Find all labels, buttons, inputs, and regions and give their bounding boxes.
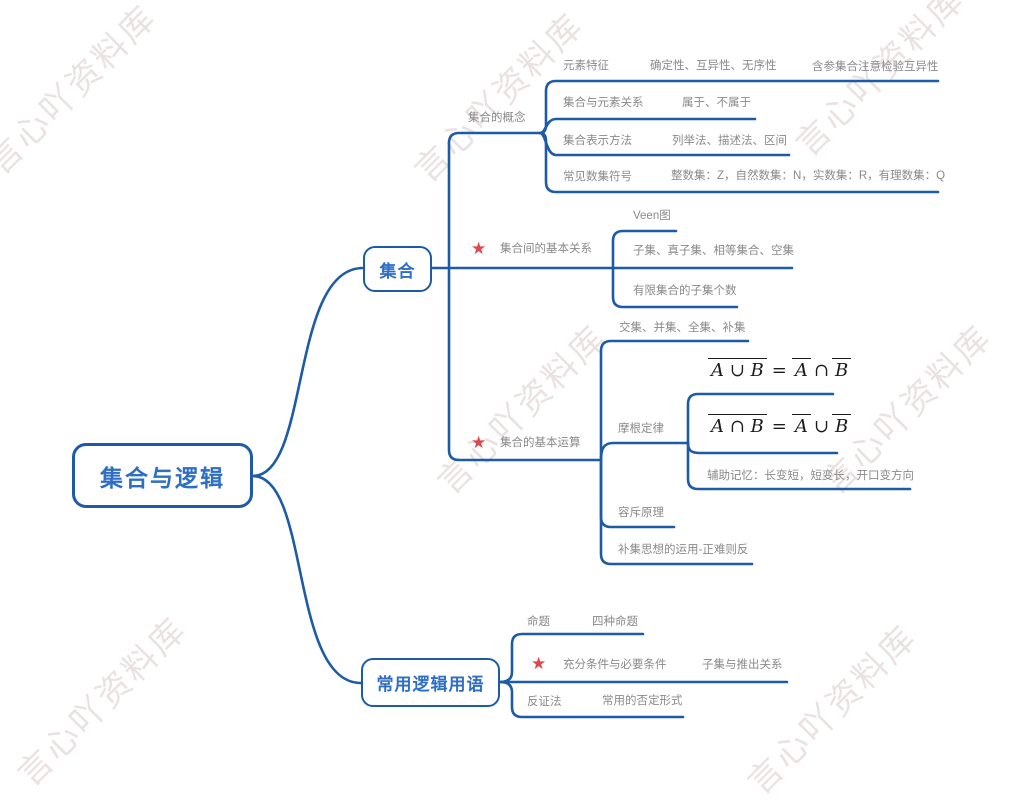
equals-sign: = xyxy=(771,416,787,437)
node-complement-thinking[interactable]: 补集思想的运用-正难则反 xyxy=(618,544,749,556)
branch-line xyxy=(538,131,940,194)
equals-sign: = xyxy=(771,360,787,381)
branch-line xyxy=(447,266,603,462)
node-subset-inference[interactable]: 子集与推出关系 xyxy=(702,659,783,671)
node-sufficient-necessary[interactable]: 充分条件与必要条件 xyxy=(563,659,667,671)
node-operation-types[interactable]: 交集、并集、全集、补集 xyxy=(619,322,746,334)
node-four-propositions[interactable]: 四种命题 xyxy=(592,616,638,628)
node-proof-by-contradiction[interactable]: 反证法 xyxy=(527,696,562,708)
formula-b-bar: B xyxy=(831,414,852,437)
branch-line xyxy=(599,339,750,462)
node-de-morgan[interactable]: 摩根定律 xyxy=(618,423,664,435)
branch-line xyxy=(599,458,754,566)
topic-sets[interactable]: 集合 xyxy=(363,246,432,292)
node-memory-aid[interactable]: 辅助记忆：长变短，短变长，开口变方向 xyxy=(707,470,914,482)
node-representation-methods[interactable]: 列举法、描述法、区间 xyxy=(672,135,787,147)
node-negation-forms[interactable]: 常用的否定形式 xyxy=(602,695,683,707)
formula-operator: ∩ xyxy=(813,360,829,381)
node-subset-types[interactable]: 子集、真子集、相等集合、空集 xyxy=(633,245,794,257)
node-set-concept[interactable]: 集合的概念 xyxy=(468,112,526,124)
node-inclusion-exclusion[interactable]: 容斥原理 xyxy=(618,507,664,519)
root-topic[interactable]: 集合与逻辑 xyxy=(72,443,253,508)
node-finite-subset-count[interactable]: 有限集合的子集个数 xyxy=(633,285,737,297)
star-icon: ★ xyxy=(471,239,487,258)
node-belong-not-belong[interactable]: 属于、不属于 xyxy=(682,97,751,109)
topic-logic-terms[interactable]: 常用逻辑用语 xyxy=(361,658,500,707)
formula-intersection-complement[interactable]: A ∩ B=A∪B xyxy=(708,414,852,437)
node-proposition[interactable]: 命题 xyxy=(527,616,550,628)
node-set-element-relation[interactable]: 集合与元素关系 xyxy=(563,97,644,109)
star-icon: ★ xyxy=(471,433,487,452)
branch-line xyxy=(599,441,690,462)
node-venn-diagram[interactable]: Veen图 xyxy=(633,210,671,222)
branch-lines xyxy=(251,79,940,719)
formula-b-bar: B xyxy=(831,358,852,381)
node-common-number-sets[interactable]: 常见数集符号 xyxy=(563,171,632,183)
branch-line xyxy=(251,266,365,478)
branch-line xyxy=(538,117,757,135)
formula-left-side: A ∩ B xyxy=(708,414,767,437)
branch-line xyxy=(611,266,739,309)
branch-line xyxy=(611,229,678,270)
node-element-features[interactable]: 元素特征 xyxy=(563,60,609,72)
formula-a-bar: A xyxy=(791,358,811,381)
node-number-set-symbols[interactable]: 整数集：Z，自然数集：N，实数集：R，有理数集：Q xyxy=(671,170,946,182)
branch-line xyxy=(498,680,685,719)
formula-left-side: A ∪ B xyxy=(708,358,767,381)
branch-line xyxy=(498,632,645,684)
node-basic-operations[interactable]: 集合的基本运算 xyxy=(500,437,581,449)
node-param-set-note[interactable]: 含参集合注意检验互异性 xyxy=(812,61,939,73)
node-element-feature-list[interactable]: 确定性、互异性、无序性 xyxy=(650,60,777,72)
branch-line xyxy=(686,441,912,491)
star-icon: ★ xyxy=(531,654,547,673)
formula-a-bar: A xyxy=(791,414,811,437)
branch-line xyxy=(686,392,835,445)
node-basic-relations[interactable]: 集合间的基本关系 xyxy=(500,243,592,255)
branch-line xyxy=(686,441,839,455)
node-set-representation[interactable]: 集合表示方法 xyxy=(563,135,632,147)
branch-line xyxy=(251,474,363,685)
branch-line xyxy=(447,131,542,270)
formula-operator: ∪ xyxy=(813,416,829,437)
formula-union-complement[interactable]: A ∪ B=A∩B xyxy=(708,358,852,381)
